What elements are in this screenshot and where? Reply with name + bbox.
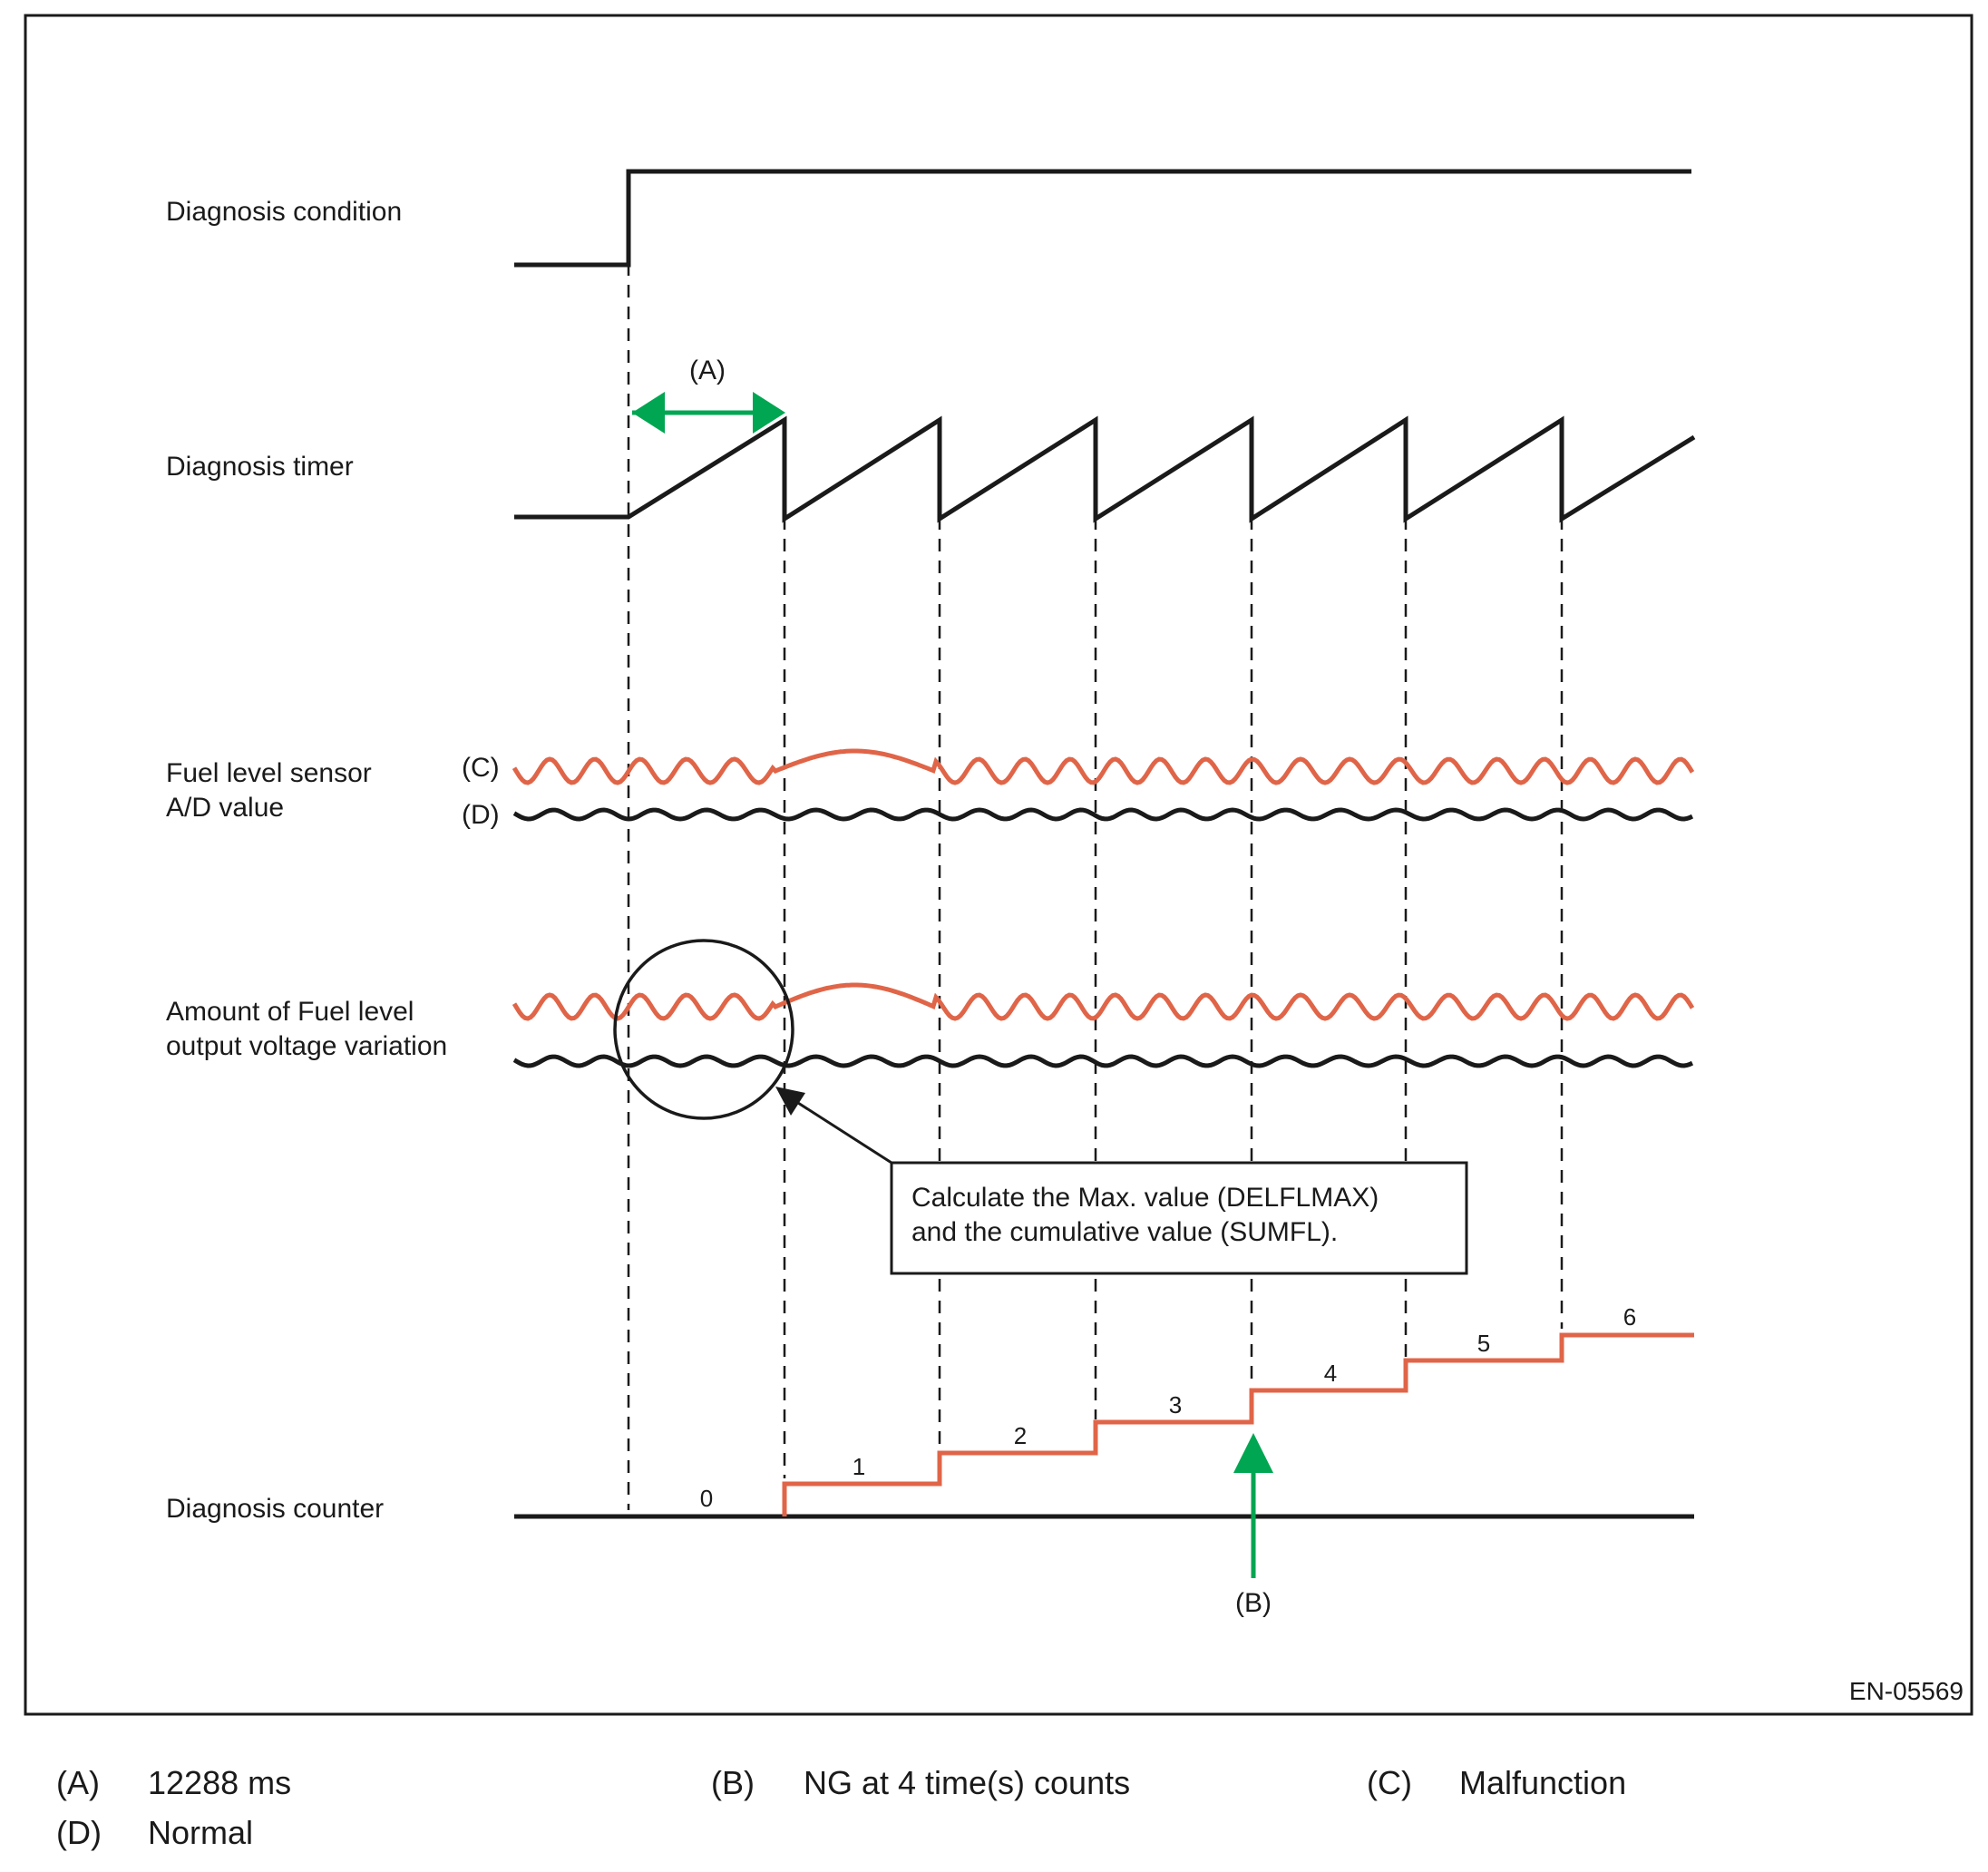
- legend-c-key: (C): [1367, 1764, 1412, 1801]
- counter-value-3: 3: [1169, 1391, 1182, 1419]
- calculation-callout-box: [890, 1161, 1468, 1275]
- callout-pointer-line: [797, 1101, 892, 1165]
- label-variation-line2: output voltage variation: [166, 1031, 447, 1061]
- counter-value-2: 2: [1014, 1422, 1027, 1449]
- ng-point-b-arrowhead: [1233, 1433, 1273, 1473]
- counter-value-0: 0: [700, 1485, 713, 1512]
- callout-text-line1: Calculate the Max. value (DELFLMAX): [911, 1183, 1379, 1213]
- legend-b-value: NG at 4 time(s) counts: [804, 1764, 1130, 1801]
- label-diagnosis-timer: Diagnosis timer: [166, 452, 354, 482]
- label-diagnosis-condition: Diagnosis condition: [166, 197, 402, 227]
- fuel-sensor-malfunction-wave: [512, 748, 1695, 785]
- legend: (A) 12288 ms (B) NG at 4 time(s) counts …: [56, 1764, 1626, 1851]
- diagnosis-timer-signal: [514, 415, 1696, 523]
- marker-c-label: (C): [462, 753, 500, 783]
- fuel-sensor-normal-wave: [512, 807, 1694, 822]
- marker-b-label: (B): [1235, 1588, 1272, 1618]
- marker-d-label: (D): [462, 800, 500, 830]
- label-fuel-sensor-line2: A/D value: [166, 793, 284, 823]
- counter-value-5: 5: [1477, 1330, 1490, 1357]
- interval-a-arrowhead-left: [632, 392, 665, 434]
- counter-value-4: 4: [1324, 1360, 1337, 1387]
- label-diagnosis-counter: Diagnosis counter: [166, 1494, 384, 1524]
- legend-b-key: (B): [711, 1764, 755, 1801]
- legend-d-key: (D): [56, 1814, 102, 1851]
- variation-malfunction-wave: [512, 982, 1695, 1021]
- legend-a-key: (A): [56, 1764, 100, 1801]
- label-fuel-sensor-line1: Fuel level sensor: [166, 758, 372, 788]
- legend-a-value: 12288 ms: [148, 1764, 291, 1801]
- callout-pointer-arrowhead: [775, 1087, 805, 1116]
- diagram-frame: [24, 14, 1973, 1716]
- marker-a-label: (A): [689, 356, 726, 385]
- callout-text-line2: and the cumulative value (SUMFL).: [911, 1217, 1338, 1247]
- diagnosis-condition-signal: [514, 169, 1691, 268]
- figure-id: EN-05569: [1849, 1677, 1964, 1705]
- label-variation-line1: Amount of Fuel level: [166, 997, 414, 1027]
- variation-normal-wave: [512, 1054, 1694, 1068]
- calculation-window-circle: [613, 939, 794, 1120]
- diagnosis-counter-steps: [782, 1332, 1694, 1516]
- interval-a-arrowhead-right: [753, 392, 785, 434]
- legend-c-value: Malfunction: [1459, 1764, 1626, 1801]
- counter-value-1: 1: [853, 1453, 865, 1480]
- legend-d-value: Normal: [148, 1814, 253, 1851]
- counter-value-6: 6: [1623, 1303, 1636, 1331]
